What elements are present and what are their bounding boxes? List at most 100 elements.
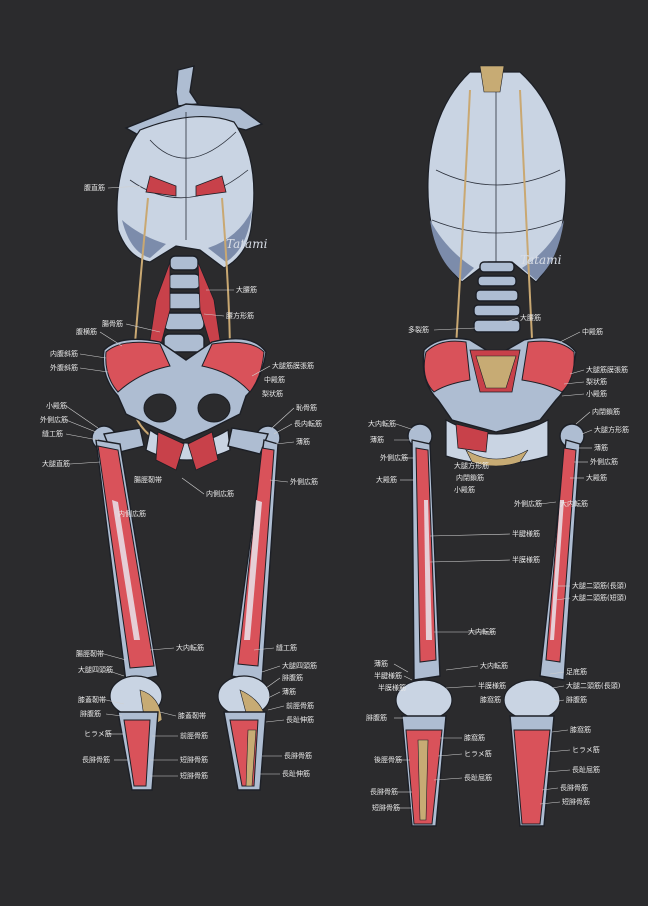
label-front-it-band-lower: 腸脛靭帯 xyxy=(76,649,104,658)
label-back-tibialis-posterior: 後脛骨筋 xyxy=(374,755,402,764)
label-back-adductor-magnus: 大内転筋 xyxy=(560,499,588,508)
signature-left: Tatami xyxy=(226,237,268,251)
label-back-vastus-lateralis-left: 外側広筋 xyxy=(380,453,408,462)
label-front-vastus-lateralis-upper: 外側広筋 xyxy=(40,415,68,424)
front-ribcage xyxy=(116,115,255,269)
label-front-adductor-longus: 長内転筋 xyxy=(294,419,322,428)
label-back-biceps-long-upper: 大腿二頭筋(短頭) xyxy=(572,593,627,602)
label-back-soleus-right: ヒラメ筋 xyxy=(572,745,600,754)
label-back-plantaris: 足底筋 xyxy=(566,667,587,676)
label-back-popliteus-right: 膝窩筋 xyxy=(570,725,591,734)
front-iliacus-left xyxy=(105,341,171,393)
front-diaphragm-muscle xyxy=(145,175,177,197)
label-front-tibialis-anterior: 前脛骨筋 xyxy=(286,701,314,710)
label-back-biceps-short: 大腿二頭筋(長頭) xyxy=(572,581,627,590)
label-front-iliacus: 腸骨筋 xyxy=(102,319,123,328)
front-labels: 腹直筋 大腰筋 腰方形筋 腸骨筋 大腿筋膜張筋 腹横筋 内腹斜筋 外腹斜筋 中殿… xyxy=(40,183,322,780)
label-back-gracilis-upper: 薄筋 xyxy=(594,443,608,452)
label-front-vastus-medialis: 内側広筋 xyxy=(118,509,146,518)
label-back-soleus: ヒラメ筋 xyxy=(464,749,492,758)
label-back-flexor-digitorum-right: 長趾屈筋 xyxy=(572,765,600,774)
label-front-tibialis-anterior-mid: 前脛骨筋 xyxy=(180,731,208,740)
label-front-quadratus-lumborum: 腰方形筋 xyxy=(226,311,254,320)
label-back-popliteus: 膝窩筋 xyxy=(464,733,485,742)
label-front-rectus-femoris: 大腿直筋 xyxy=(42,459,70,468)
label-back-adductor-magnus-lower: 大内転筋 xyxy=(468,627,496,636)
label-back-semitendinosus: 半腱様筋 xyxy=(512,529,540,538)
label-back-vastus-lateralis-upper: 外側広筋 xyxy=(590,457,618,466)
label-back-gluteus-maximus-left: 大殿筋 xyxy=(376,475,397,484)
label-front-piriformis: 梨状筋 xyxy=(262,389,283,398)
back-figure xyxy=(395,65,585,827)
label-back-piriformis: 梨状筋 xyxy=(586,377,607,386)
label-back-semimembranosus: 半膜様筋 xyxy=(512,555,540,564)
label-back-quadratus-femoris: 大腿方形筋 xyxy=(594,425,629,434)
label-back-peroneus-longus: 長腓骨筋 xyxy=(560,783,588,792)
label-front-extensor-digitorum-lower: 長趾伸筋 xyxy=(282,769,310,778)
label-front-peroneus-longus: 長腓骨筋 xyxy=(284,751,312,760)
label-back-gluteus-maximus: 大殿筋 xyxy=(586,473,607,482)
label-back-gastrocnemius-right: 腓腹筋 xyxy=(566,695,587,704)
label-front-vastus-lateralis: 外側広筋 xyxy=(290,477,318,486)
signature-right: Tatami xyxy=(520,253,562,267)
label-front-transversus: 腹横筋 xyxy=(76,327,97,336)
label-front-internal-oblique: 内腹斜筋 xyxy=(50,349,78,358)
label-front-quadriceps-tendon: 大腿四頭筋 xyxy=(78,665,113,674)
label-back-vastus-lateralis-mid: 外側広筋 xyxy=(514,499,542,508)
label-front-gastrocnemius: 腓腹筋 xyxy=(80,709,101,718)
label-front-psoas-major: 大腰筋 xyxy=(236,285,257,294)
label-back-obturator-mid: 内閉鎖筋 xyxy=(456,473,484,482)
back-labels: 多裂筋 大腰筋 中殿筋 大腿筋膜張筋 梨状筋 小殿筋 内閉鎖筋 大腿方形筋 薄筋… xyxy=(366,313,629,812)
label-back-multifidus: 多裂筋 xyxy=(408,325,429,334)
label-back-gracilis: 薄筋 xyxy=(374,659,388,668)
label-back-gluteus-minimus-mid: 小殿筋 xyxy=(454,485,475,494)
label-front-sartorius: 縫工筋 xyxy=(276,643,297,652)
label-front-quadriceps-right: 大腿四頭筋 xyxy=(282,661,317,670)
label-back-psoas: 大腰筋 xyxy=(520,313,541,322)
label-back-gluteus-minimus: 小殿筋 xyxy=(586,389,607,398)
label-back-obturator-internus: 内閉鎖筋 xyxy=(592,407,620,416)
front-figure xyxy=(91,65,281,791)
label-front-peroneus-brevis: 短腓骨筋 xyxy=(180,755,208,764)
label-front-extensor-digitorum: 長趾伸筋 xyxy=(286,715,314,724)
label-back-peroneus-brevis-left: 短腓骨筋 xyxy=(372,803,400,812)
label-back-gastrocnemius: 腓腹筋 xyxy=(366,713,387,722)
label-front-vastus-medialis-upper: 内側広筋 xyxy=(206,489,234,498)
label-front-rectus-abdominis: 腹直筋 xyxy=(84,183,105,192)
label-back-popliteus-mid: 膝窩筋 xyxy=(480,695,501,704)
back-gluteus-medius-left xyxy=(423,340,471,393)
label-back-peroneus-longus-left: 長腓骨筋 xyxy=(370,787,398,796)
label-front-tensor-fasciae-latae: 大腿筋膜張筋 xyxy=(272,361,314,370)
label-front-sartorius-upper: 縫工筋 xyxy=(42,429,63,438)
label-back-semitendinosus-lower: 半腱様筋 xyxy=(374,671,402,680)
label-front-gluteus-minimus: 小殿筋 xyxy=(46,401,67,410)
label-back-semimembranosus-lower: 半膜様筋 xyxy=(378,683,406,692)
back-right-knee xyxy=(503,679,561,721)
label-back-semimembranosus-knee: 半膜様筋 xyxy=(478,681,506,690)
label-front-patellar-ligament: 膝蓋靭帯 xyxy=(78,695,106,704)
label-front-gracilis: 薄筋 xyxy=(296,437,310,446)
label-front-gracilis-lower: 薄筋 xyxy=(282,687,296,696)
label-back-adductor-magnus-knee: 大内転筋 xyxy=(480,661,508,670)
label-front-peroneus-longus-left: 長腓骨筋 xyxy=(82,755,110,764)
label-front-pectineus: 恥骨筋 xyxy=(296,403,317,412)
label-front-peroneus-brevis-lower: 短腓骨筋 xyxy=(180,771,208,780)
label-back-tensor-fasciae: 大腿筋膜張筋 xyxy=(586,365,628,374)
label-front-it-band: 腸脛靭帯 xyxy=(134,475,162,484)
label-back-biceps-long: 大腿二頭筋(長頭) xyxy=(566,681,621,690)
front-cervical-spine xyxy=(175,65,200,107)
label-back-peroneus-brevis: 短腓骨筋 xyxy=(562,797,590,806)
front-iliacus-right xyxy=(201,341,265,393)
label-front-adductor-magnus: 大内転筋 xyxy=(176,643,204,652)
back-gluteus-medius-right xyxy=(521,340,575,393)
label-back-flexor-digitorum: 長趾屈筋 xyxy=(464,773,492,782)
label-back-gracilis-left: 薄筋 xyxy=(370,435,384,444)
label-back-quadratus-femoris-mid: 大腿方形筋 xyxy=(454,461,489,470)
label-front-gastrocnemius-right: 腓腹筋 xyxy=(282,673,303,682)
label-back-gluteus-medius: 中殿筋 xyxy=(582,327,603,336)
label-front-external-oblique: 外腹斜筋 xyxy=(50,363,78,372)
label-back-adductor-magnus-upper: 大内転筋 xyxy=(368,419,396,428)
back-spine xyxy=(473,261,521,333)
